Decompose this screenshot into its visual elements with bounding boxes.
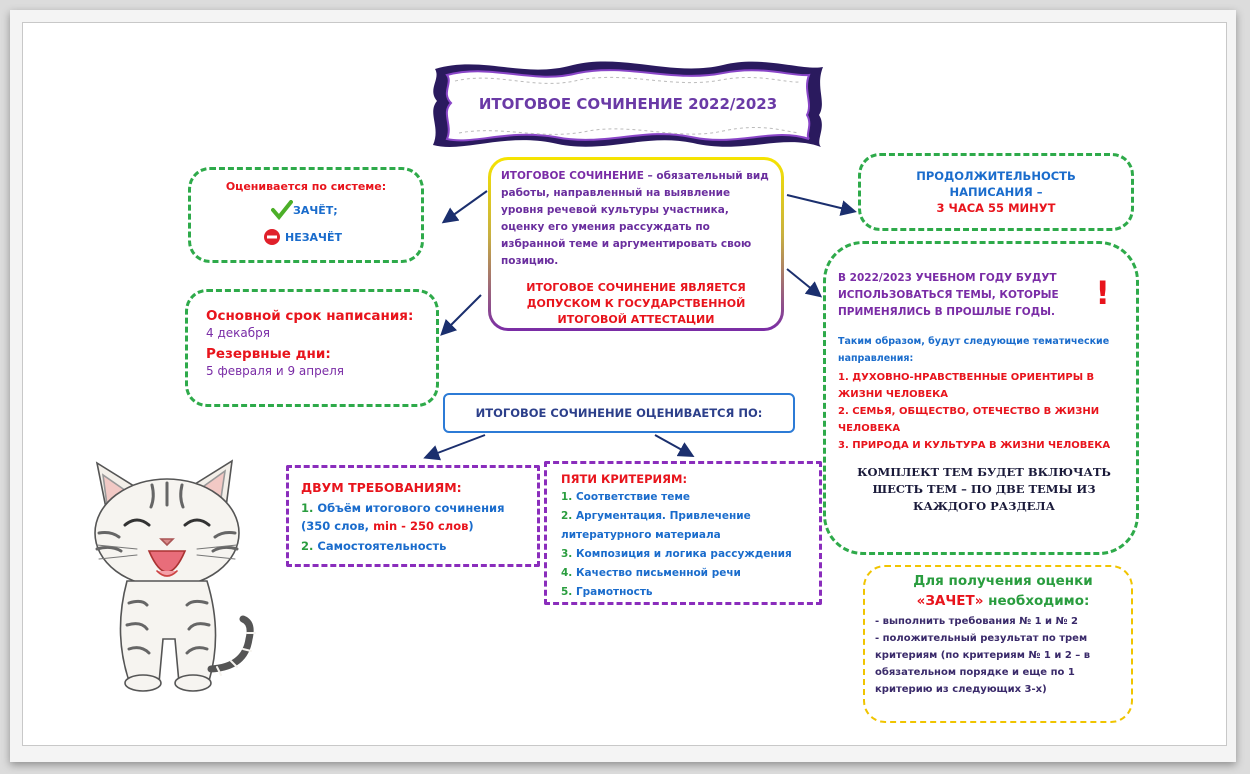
criteria-num: 4. [561, 567, 573, 579]
criteria-text: Композиция и логика рассуждения [572, 548, 792, 560]
requirement-num: 2. [301, 539, 314, 553]
pass-heading-1: Для получения оценки [913, 573, 1093, 589]
requirement-num: 1. [301, 501, 314, 515]
infographic-canvas: ИТОГОВОЕ СОЧИНЕНИЕ 2022/2023 Оценивается… [22, 22, 1227, 746]
fail-label: НЕЗАЧЁТ [285, 230, 342, 244]
definition-box: ИТОГОВОЕ СОЧИНЕНИЕ – обязательный вид ра… [488, 157, 784, 331]
criteria-item: 4. Качество письменной речи [561, 564, 819, 583]
dates-box: Основной срок написания: 4 декабря Резер… [185, 289, 439, 407]
criteria-list: 1. Соответствие теме 2. Аргументация. Пр… [561, 488, 819, 602]
checkmark-icon [271, 200, 293, 220]
evaluated-by-label: ИТОГОВОЕ СОЧИНЕНИЕ ОЦЕНИВАЕТСЯ ПО: [475, 406, 763, 420]
grading-system-box: Оценивается по системе: ЗАЧЁТ; НЕЗАЧЁТ [188, 167, 424, 263]
criteria-num: 2. [561, 510, 573, 522]
arrows-layer [423, 190, 857, 461]
arrow-to-requirements [423, 434, 486, 461]
page-title: ИТОГОВОЕ СОЧИНЕНИЕ 2022/2023 [478, 95, 778, 113]
requirements-box: ДВУМ ТРЕБОВАНИЯМ: 1. Объём итогового соч… [286, 465, 540, 567]
criteria-item: 5. Грамотность [561, 583, 819, 602]
duration-line2: НАПИСАНИЯ – [949, 185, 1043, 199]
themes-note: Таким образом, будут следующие тематичес… [838, 336, 1110, 364]
admission-text: ИТОГОВОЕ СОЧИНЕНИЕ ЯВЛЯЕТСЯ ДОПУСКОМ К Г… [526, 281, 746, 326]
criteria-num: 3. [561, 548, 573, 560]
themes-intro: В 2022/2023 УЧЕБНОМ ГОДУ БУДУТ ИСПОЛЬЗОВ… [838, 272, 1059, 318]
requirement-sub-c: ) [468, 519, 474, 533]
definition-text: ИТОГОВОЕ СОЧИНЕНИЕ – обязательный вид ра… [501, 168, 771, 270]
reserve-date-label: Резервные дни: [206, 346, 331, 362]
pass-row: ЗАЧЁТ; [271, 200, 338, 220]
criteria-box: ПЯТИ КРИТЕРИЯМ: 1. Соответствие теме 2. … [544, 461, 822, 605]
arrow-to-dates [440, 294, 482, 336]
criteria-item: 3. Композиция и логика рассуждения [561, 545, 819, 564]
requirement-text: Самостоятельность [313, 539, 447, 553]
criteria-num: 1. [561, 491, 573, 503]
criteria-num: 5. [561, 586, 573, 598]
definition-lead: ИТОГОВОЕ СОЧИНЕНИЕ [501, 170, 644, 182]
exclamation-icon: ! [1095, 274, 1110, 312]
arrow-to-criteria [654, 434, 695, 457]
requirement-item-2: 2. Самостоятельность [301, 537, 537, 555]
criteria-text: Грамотность [572, 586, 653, 598]
criteria-heading: ПЯТИ КРИТЕРИЯМ: [561, 472, 688, 486]
evaluated-by-box: ИТОГОВОЕ СОЧИНЕНИЕ ОЦЕНИВАЕТСЯ ПО: [443, 393, 795, 433]
theme-item: 1. ДУХОВНО-НРАВСТВЕННЫЕ ОРИЕНТИРЫ В ЖИЗН… [838, 372, 1095, 400]
pass-condition-1: - выполнить требования № 1 и № 2 [875, 616, 1079, 627]
pass-heading-needed: необходимо: [983, 593, 1090, 609]
requirement-item-1-sub: (350 слов, min - 250 слов) [301, 517, 537, 535]
criteria-text: Соответствие теме [572, 491, 691, 503]
requirement-sub-b: min - 250 слов [373, 519, 469, 533]
duration-box: ПРОДОЛЖИТЕЛЬНОСТЬ НАПИСАНИЯ – 3 ЧАСА 55 … [858, 153, 1134, 231]
main-date-value: 4 декабря [206, 326, 270, 340]
requirement-item-1: 1. Объём итогового сочинения [301, 499, 537, 517]
pass-heading-zachet: «ЗАЧЕТ» [916, 593, 984, 609]
kitten-illustration [94, 459, 256, 692]
requirements-heading: ДВУМ ТРЕБОВАНИЯМ: [301, 480, 462, 495]
pass-condition-2: - положительный результат по трем критер… [875, 633, 1091, 695]
duration-line3: 3 ЧАСА 55 МИНУТ [936, 201, 1056, 215]
pass-heading-2: «ЗАЧЕТ» необходимо: [875, 593, 1131, 609]
definition-body: – обязательный вид работы, направленный … [501, 170, 769, 267]
requirement-text: Объём итогового сочинения [313, 501, 505, 515]
theme-item: 3. ПРИРОДА И КУЛЬТУРА В ЖИЗНИ ЧЕЛОВЕКА [838, 440, 1111, 451]
pass-conditions-box: Для получения оценки «ЗАЧЕТ» необходимо:… [863, 565, 1133, 723]
pass-label: ЗАЧЁТ; [293, 203, 338, 217]
fail-row: НЕЗАЧЁТ [263, 228, 342, 246]
requirement-sub-a: (350 слов, [301, 519, 374, 533]
arrow-to-themes [786, 268, 823, 298]
theme-item: 2. СЕМЬЯ, ОБЩЕСТВО, ОТЕЧЕСТВО В ЖИЗНИ ЧЕ… [838, 406, 1100, 434]
themes-box: В 2022/2023 УЧЕБНОМ ГОДУ БУДУТ ИСПОЛЬЗОВ… [823, 241, 1139, 555]
no-entry-icon [264, 229, 280, 245]
reserve-date-value: 5 февраля и 9 апреля [206, 364, 344, 378]
criteria-text: Качество письменной речи [572, 567, 741, 579]
main-date-label: Основной срок написания: [206, 308, 414, 324]
arrow-to-duration [786, 194, 857, 216]
duration-line1: ПРОДОЛЖИТЕЛЬНОСТЬ [916, 169, 1076, 183]
themes-summary: КОМПЛЕКТ ТЕМ БУДЕТ ВКЛЮЧАТЬ ШЕСТЬ ТЕМ – … [857, 465, 1111, 513]
criteria-item: 1. Соответствие теме [561, 488, 819, 507]
criteria-text: Аргументация. Привлечение литературного … [561, 510, 751, 541]
grading-heading: Оценивается по системе: [225, 180, 387, 193]
arrow-to-grading [441, 190, 488, 224]
title-banner [433, 61, 823, 147]
criteria-item: 2. Аргументация. Привлечение литературно… [561, 507, 801, 545]
